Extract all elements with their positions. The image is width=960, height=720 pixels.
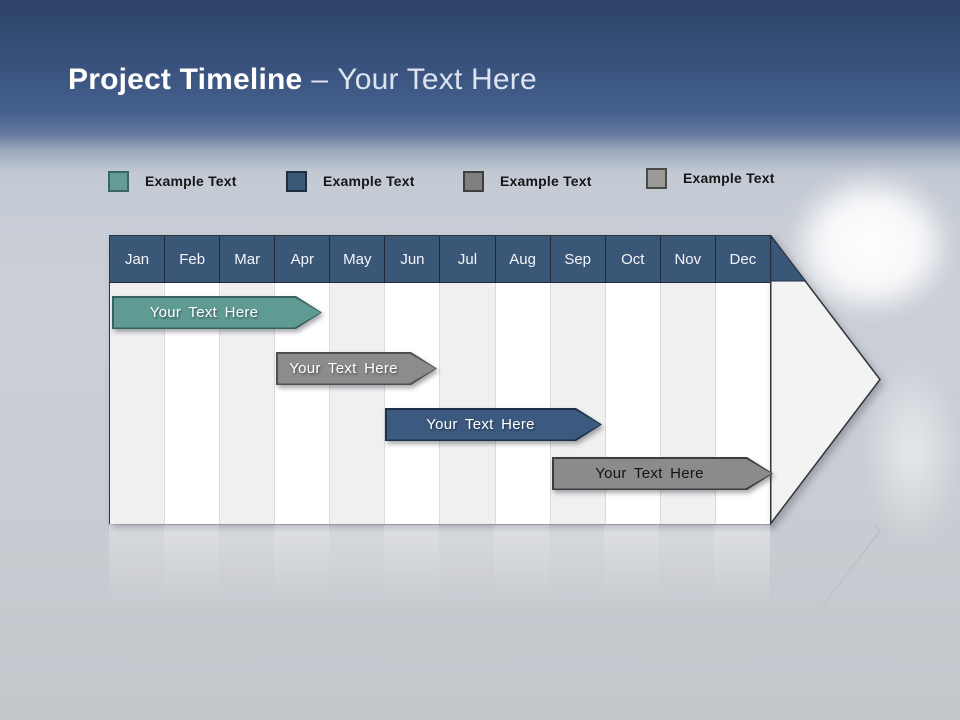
month-cell-may: May bbox=[329, 236, 385, 282]
month-cell-oct: Oct bbox=[604, 236, 660, 282]
month-cell-jul: Jul bbox=[439, 236, 495, 282]
legend-item-3: Example Text bbox=[463, 169, 592, 193]
bar-fill: Your Text Here bbox=[387, 410, 601, 440]
arrow-tip-reflection bbox=[770, 525, 881, 675]
timeline-bar-4: Your Text Here bbox=[552, 457, 773, 490]
legend-label: Example Text bbox=[323, 173, 415, 189]
bar-label: Your Text Here bbox=[149, 304, 259, 321]
month-cell-feb: Feb bbox=[164, 236, 220, 282]
timeline-bar-2: Your Text Here bbox=[276, 352, 437, 385]
legend-label: Example Text bbox=[500, 173, 592, 189]
bar-label: Your Text Here bbox=[289, 360, 398, 377]
month-cell-sep: Sep bbox=[549, 236, 605, 282]
legend-swatch-blue bbox=[286, 170, 307, 192]
grid-column bbox=[329, 283, 385, 524]
month-cell-apr: Apr bbox=[274, 236, 330, 282]
legend-label: Example Text bbox=[145, 173, 237, 189]
grid-column bbox=[439, 283, 495, 524]
bar-fill: Your Text Here bbox=[554, 459, 772, 489]
month-cell-aug: Aug bbox=[494, 236, 550, 282]
legend-swatch-teal bbox=[108, 170, 129, 192]
bar-label: Your Text Here bbox=[426, 416, 535, 433]
title-main: Project Timeline bbox=[68, 63, 303, 96]
arrow-tip bbox=[770, 235, 881, 525]
legend-item-2: Example Text bbox=[286, 169, 415, 193]
legend-item-1: Example Text bbox=[108, 169, 237, 193]
legend-swatch-lightgray bbox=[646, 167, 667, 189]
timeline-arrow: Jan Feb Mar Apr May Jun Jul Aug Sep Oct … bbox=[109, 235, 881, 525]
month-cell-jun: Jun bbox=[384, 236, 440, 282]
bar-label: Your Text Here bbox=[595, 465, 704, 482]
title-separator: – bbox=[311, 63, 329, 96]
month-cell-dec: Dec bbox=[714, 236, 770, 282]
bar-fill: Your Text Here bbox=[114, 298, 321, 328]
grid-column bbox=[384, 283, 440, 524]
month-header-row: Jan Feb Mar Apr May Jun Jul Aug Sep Oct … bbox=[110, 236, 770, 283]
bar-fill: Your Text Here bbox=[278, 354, 436, 384]
month-cell-jan: Jan bbox=[110, 236, 165, 282]
grid-column bbox=[494, 283, 550, 524]
title-subtitle: Your Text Here bbox=[337, 63, 537, 96]
month-cell-nov: Nov bbox=[659, 236, 715, 282]
timeline-bar-1: Your Text Here bbox=[112, 296, 322, 329]
month-cell-mar: Mar bbox=[219, 236, 275, 282]
page-title: Project Timeline–Your Text Here bbox=[68, 60, 537, 100]
legend-swatch-gray bbox=[463, 170, 484, 192]
legend-label: Example Text bbox=[683, 170, 775, 186]
legend-item-4: Example Text bbox=[646, 166, 775, 190]
table-reflection bbox=[109, 525, 771, 617]
timeline-bar-3: Your Text Here bbox=[385, 408, 602, 441]
